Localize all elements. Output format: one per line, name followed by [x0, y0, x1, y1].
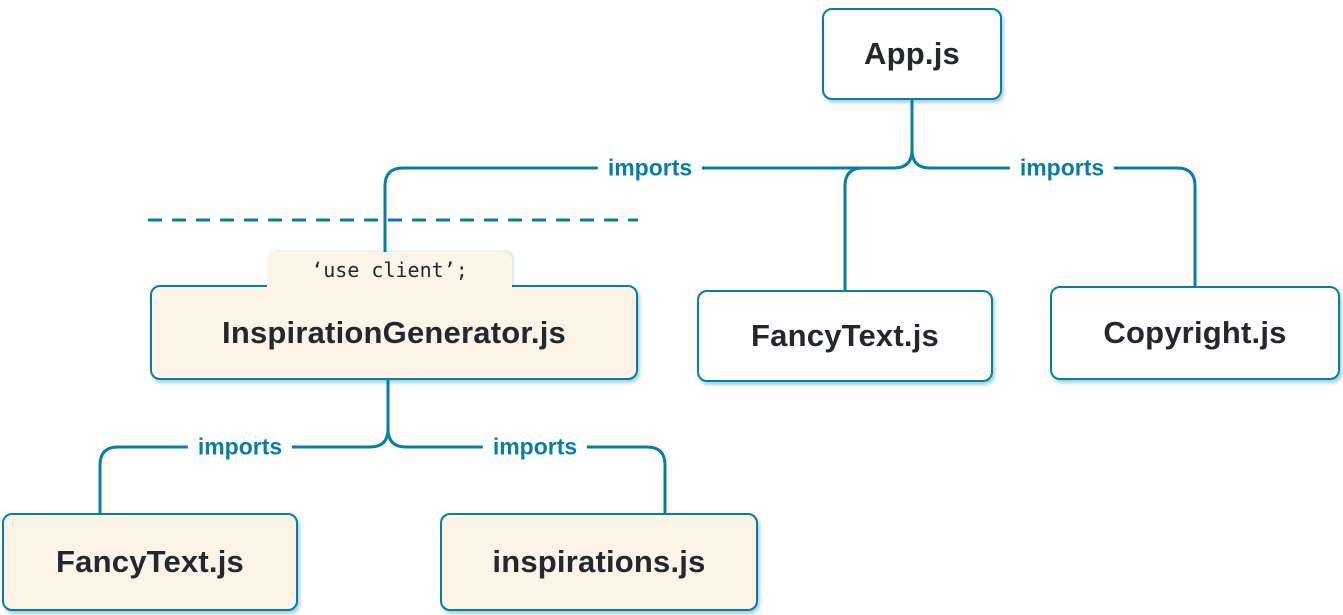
edge-label-imports-inspirationgenerator-fancytext: imports [187, 433, 293, 461]
node-inspirations-js: inspirations.js [440, 513, 758, 611]
edge-label-imports-inspirationgenerator-inspirations: imports [482, 433, 588, 461]
edge-app-to-copyright [910, 100, 1197, 286]
node-label: App.js [864, 36, 960, 71]
node-inspiration-generator-js: InspirationGenerator.js [150, 285, 638, 380]
edge-label-imports-app-copyright: imports [1009, 154, 1115, 182]
edge-app-to-fancytext [843, 166, 864, 290]
node-label: Copyright.js [1103, 315, 1287, 350]
directive-text: ‘use client’; [311, 258, 468, 282]
node-label: FancyText.js [751, 318, 939, 353]
edge-label-imports-app-inspirationgenerator: imports [597, 154, 703, 182]
node-app-js: App.js [822, 8, 1002, 100]
node-label: InspirationGenerator.js [222, 314, 566, 350]
node-copyright-js: Copyright.js [1050, 286, 1340, 380]
node-label: inspirations.js [492, 544, 706, 579]
node-fancytext-js-bottom: FancyText.js [2, 513, 298, 611]
node-fancytext-js-top: FancyText.js [697, 290, 993, 382]
use-client-directive-tag: ‘use client’; [267, 252, 512, 288]
node-label: FancyText.js [56, 544, 244, 579]
